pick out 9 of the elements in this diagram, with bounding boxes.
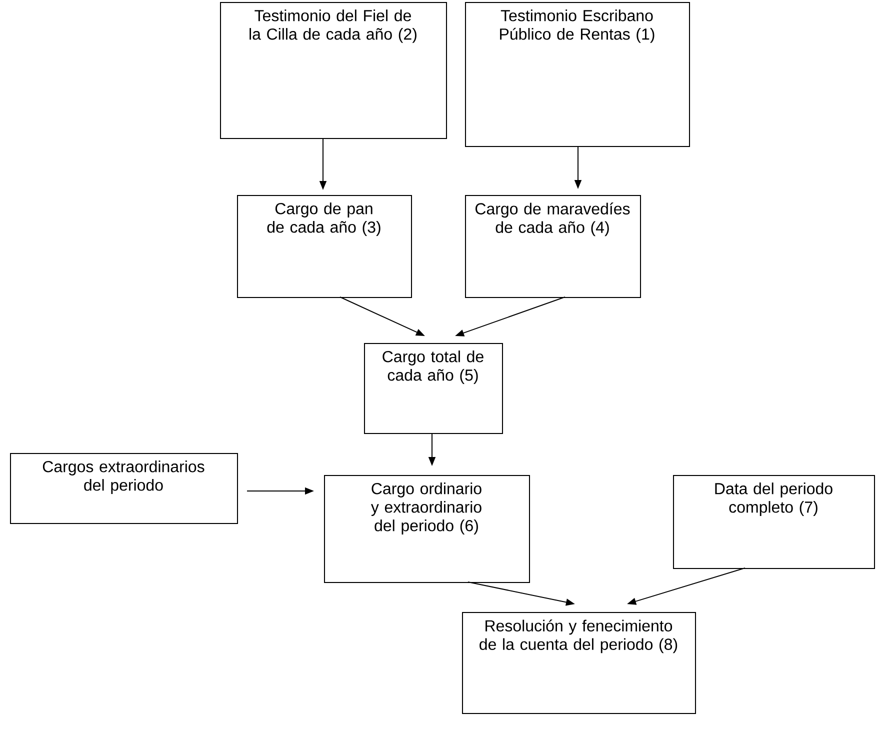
process-box: Resolución y fenecimiento de la cuenta del periodo (8) xyxy=(462,612,696,714)
process-box: Cargo total de cada año (5) xyxy=(364,343,503,434)
process-box: Cargo ordinario y extraordinario del periodo (6) xyxy=(324,475,530,583)
process-box: Testimonio Escribano Público de Rentas (1) xyxy=(465,2,690,147)
process-box: Cargos extraordinarios del periodo xyxy=(10,453,238,524)
process-box: Cargo de maravedíes de cada año (4) xyxy=(465,195,641,298)
process-box: Data del periodo completo (7) xyxy=(673,475,875,569)
process-box: Testimonio del Fiel de la Cilla de cada año (2) xyxy=(220,2,447,139)
process-box: Cargo de pan de cada año (3) xyxy=(237,195,412,298)
